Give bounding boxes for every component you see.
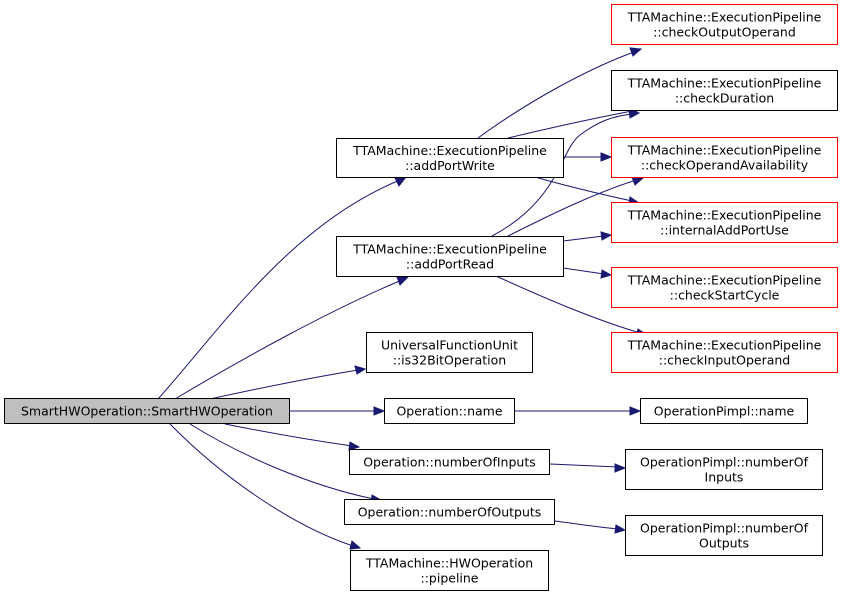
node-pimpl-number-of-inputs[interactable]: OperationPimpl::numberOfInputs (625, 449, 823, 490)
edge-write-internalAddPortUse (534, 176, 633, 202)
node-label-line: OperationPimpl::name (654, 404, 795, 419)
node-label-line: SmartHWOperation::SmartHWOperation (21, 404, 273, 419)
node-check-start-cycle[interactable]: TTAMachine::ExecutionPipeline::checkStar… (611, 267, 838, 308)
edges (157, 47, 649, 550)
arrowhead (348, 441, 361, 451)
arrowhead (600, 269, 613, 279)
edge-write-checkDuration (507, 110, 633, 139)
node-check-input-operand[interactable]: TTAMachine::ExecutionPipeline::checkInpu… (611, 332, 838, 373)
arrowhead (614, 524, 627, 534)
arrowhead (396, 276, 410, 286)
edge-root-is32Bit (209, 369, 359, 400)
node-is-32bit-operation[interactable]: UniversalFunctionUnit::is32BitOperation (366, 332, 533, 373)
node-check-output-operand[interactable]: TTAMachine::ExecutionPipeline::checkOutp… (611, 4, 838, 45)
node-label-line: Outputs (699, 536, 749, 551)
node-add-port-read[interactable]: TTAMachine::ExecutionPipeline::addPortRe… (336, 236, 564, 277)
node-pimpl-name[interactable]: OperationPimpl::name (640, 398, 808, 424)
nodes: SmartHWOperation::SmartHWOperation TTAMa… (4, 4, 838, 591)
node-label-line: OperationPimpl::numberOf (640, 521, 809, 536)
arrowhead (600, 231, 613, 241)
edge-root-numInputs (224, 423, 353, 447)
arrowhead (629, 47, 643, 57)
node-label-line: TTAMachine::ExecutionPipeline (627, 338, 822, 353)
node-label-line: ::checkOutputOperand (653, 25, 796, 40)
arrowhead (394, 176, 408, 187)
node-check-operand-availability[interactable]: TTAMachine::ExecutionPipeline::checkOper… (611, 137, 838, 178)
node-label-line: ::internalAddPortUse (660, 223, 789, 238)
node-label-line: TTAMachine::ExecutionPipeline (627, 10, 822, 25)
node-label-line: ::checkStartCycle (670, 288, 780, 303)
node-label-line: TTAMachine::ExecutionPipeline (352, 242, 547, 257)
node-smart-hw-operation[interactable]: SmartHWOperation::SmartHWOperation (4, 398, 290, 424)
node-label-line: TTAMachine::ExecutionPipeline (627, 273, 822, 288)
node-label-line: ::addPortWrite (405, 158, 495, 173)
arrowhead (629, 406, 642, 416)
arrowhead (354, 365, 367, 375)
edge-read-checkOperandAvailability (507, 179, 637, 237)
arrowhead (373, 406, 386, 416)
node-operation-name[interactable]: Operation::name (384, 398, 515, 424)
node-label-line: ::checkOperandAvailability (641, 158, 809, 173)
node-label-line: ::pipeline (420, 571, 478, 586)
edge-root-hwPipeline (169, 423, 354, 547)
edge-read-checkInputOperand (495, 275, 641, 334)
node-number-of-outputs[interactable]: Operation::numberOfOutputs (344, 499, 555, 525)
edge-read-internalAddPortUse (562, 235, 605, 242)
arrowhead (349, 540, 362, 550)
edge-read-checkStartCycle (562, 267, 605, 275)
node-label-line: Operation::numberOfInputs (363, 455, 536, 470)
arrowhead (631, 176, 645, 186)
node-label-line: TTAMachine::ExecutionPipeline (352, 143, 547, 158)
node-label-line: TTAMachine::HWOperation (365, 556, 533, 571)
node-label-line: Inputs (705, 470, 744, 485)
node-label-line: Operation::name (396, 404, 502, 419)
node-add-port-write[interactable]: TTAMachine::ExecutionPipeline::addPortWr… (336, 138, 564, 178)
node-label-line: ::checkDuration (675, 91, 774, 106)
arrowhead (628, 109, 641, 119)
edge-write-checkOutputOperand (477, 51, 635, 139)
node-hw-operation-pipeline[interactable]: TTAMachine::HWOperation::pipeline (350, 550, 549, 591)
node-check-duration[interactable]: TTAMachine::ExecutionPipeline::checkDura… (611, 70, 838, 111)
node-label-line: Operation::numberOfOutputs (358, 505, 542, 520)
arrowhead (600, 152, 613, 162)
node-label-line: OperationPimpl::numberOf (640, 455, 809, 470)
node-label-line: ::addPortRead (406, 257, 494, 272)
node-label-line: TTAMachine::ExecutionPipeline (627, 143, 822, 158)
node-internal-add-port-use[interactable]: TTAMachine::ExecutionPipeline::internalA… (611, 202, 838, 243)
node-label-line: ::is32BitOperation (393, 353, 506, 368)
node-label-line: UniversalFunctionUnit (381, 338, 518, 353)
node-label-line: ::checkInputOperand (659, 353, 791, 368)
edge-root-addPortWrite (157, 179, 401, 400)
arrowhead (614, 463, 627, 473)
edge-numInputs-pimplInputs (549, 463, 619, 468)
node-label-line: TTAMachine::ExecutionPipeline (627, 76, 822, 91)
node-label-line: TTAMachine::ExecutionPipeline (627, 208, 822, 223)
edge-root-numOutputs (189, 423, 375, 500)
edge-numOutputs-pimplOutputs (554, 520, 619, 530)
node-number-of-inputs[interactable]: Operation::numberOfInputs (349, 449, 550, 475)
edge-root-addPortRead (174, 279, 403, 400)
node-pimpl-number-of-outputs[interactable]: OperationPimpl::numberOfOutputs (625, 515, 823, 556)
edge-read-checkDuration (491, 113, 633, 237)
